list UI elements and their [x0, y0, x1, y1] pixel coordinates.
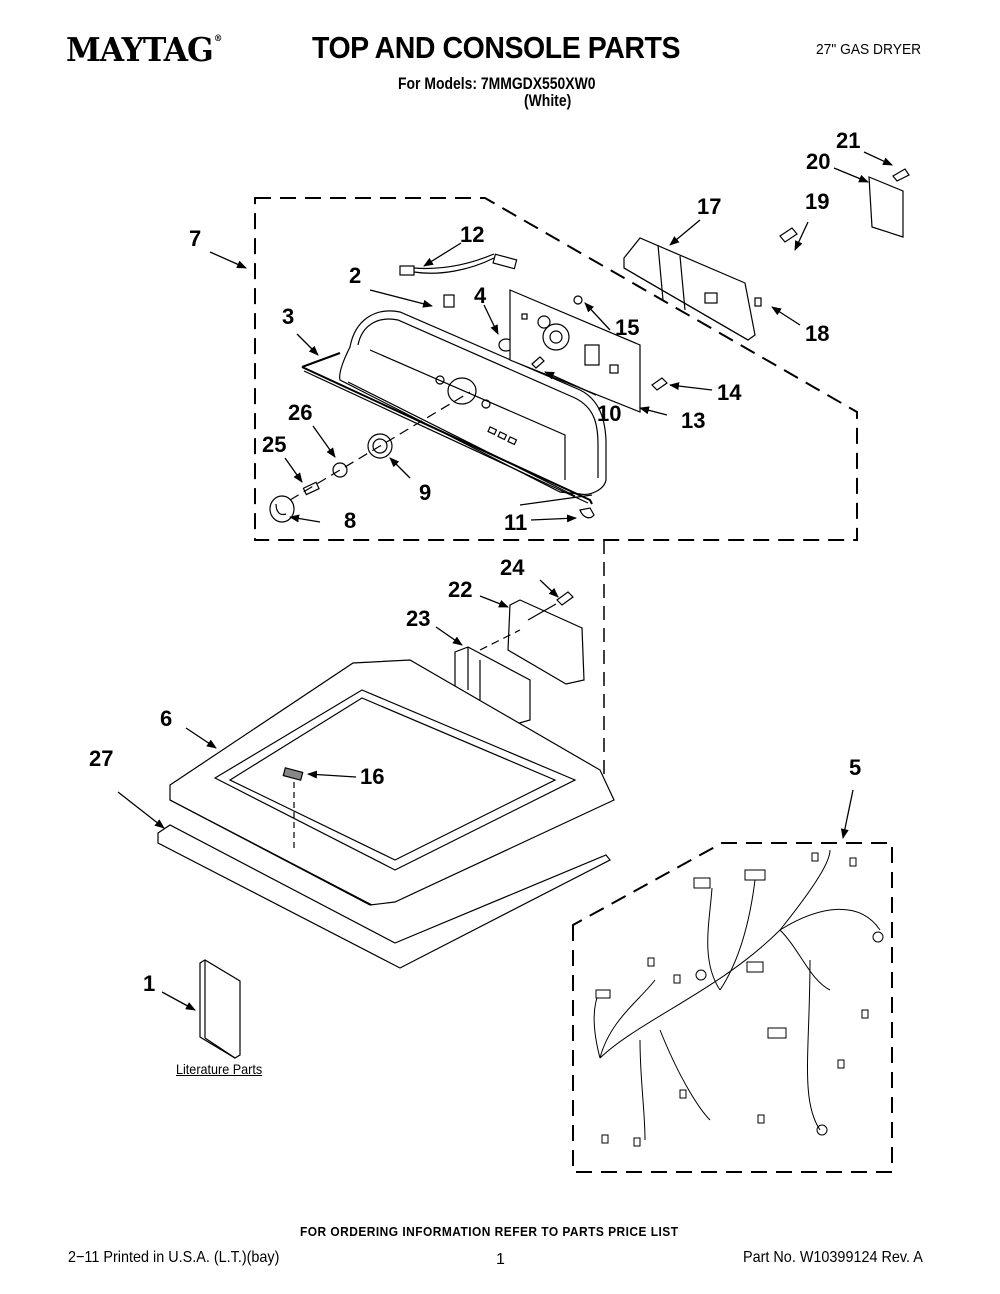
part-3-strip	[301, 352, 593, 505]
callout-1: 1	[143, 971, 156, 996]
callout-17: 17	[697, 194, 722, 219]
part-2-clip	[443, 294, 455, 308]
part-22-bracket	[507, 599, 585, 685]
color-line: (White)	[524, 91, 572, 110]
part-number: Part No. W10399124 Rev. A	[743, 1249, 923, 1266]
part-20-plate	[868, 176, 904, 238]
callout-2: 2	[349, 263, 362, 288]
part-27-pad	[157, 824, 611, 969]
brand-name: MAYTAG	[66, 30, 214, 69]
models-line: For Models: 7MMGDX550XW0	[398, 74, 596, 93]
part-24-screw	[556, 591, 574, 606]
callout-leaders	[117, 151, 893, 1011]
part-15-nut	[573, 295, 583, 305]
callout-10: 10	[597, 401, 622, 426]
part-18-clip	[754, 297, 762, 307]
callout-12: 12	[460, 222, 485, 247]
literature-parts-label: Literature Parts	[176, 1061, 263, 1077]
callout-11: 11	[504, 510, 528, 535]
print-info: 2−11 Printed in U.S.A. (L.T.)(bay)	[68, 1249, 280, 1266]
callout-5: 5	[849, 755, 862, 780]
part-10-screw	[531, 356, 545, 369]
callout-26: 26	[288, 400, 313, 425]
callout-27: 27	[89, 746, 114, 771]
part-26-ring	[332, 462, 348, 478]
page-number: 1	[496, 1251, 505, 1268]
part-17-bracket	[623, 237, 756, 341]
callout-19: 19	[805, 189, 830, 214]
part-6-top-panel	[169, 659, 615, 906]
product-type: 27" GAS DRYER	[816, 41, 922, 58]
harness-boundary	[572, 842, 893, 1173]
part-12-harness	[399, 253, 518, 276]
callout-9: 9	[419, 480, 432, 505]
part-11-clip	[579, 507, 595, 519]
callout-14: 14	[717, 380, 742, 405]
part-25-shaft	[302, 481, 320, 496]
part-14-screw	[651, 377, 668, 391]
callout-3: 3	[282, 304, 295, 329]
ordering-note: FOR ORDERING INFORMATION REFER TO PARTS …	[300, 1224, 679, 1239]
part-21-screw	[892, 168, 910, 182]
page-title: TOP AND CONSOLE PARTS	[312, 30, 681, 65]
callout-22: 22	[448, 577, 473, 602]
callout-15: 15	[615, 315, 640, 340]
callout-24: 24	[500, 555, 525, 580]
callout-23: 23	[406, 606, 431, 631]
callout-8: 8	[344, 508, 357, 533]
callout-16: 16	[360, 764, 385, 789]
callout-18: 18	[805, 321, 830, 346]
part-1-literature	[199, 959, 241, 1059]
callout-4: 4	[474, 283, 487, 308]
callout-25: 25	[262, 432, 287, 457]
callout-13: 13	[681, 408, 706, 433]
registered-mark: ®	[213, 34, 223, 44]
callout-21: 21	[836, 128, 861, 153]
callout-6: 6	[160, 706, 173, 731]
part-19-screw	[779, 227, 798, 243]
console-panel-drawing	[339, 310, 607, 497]
brand-logo: MAYTAG®	[66, 30, 223, 69]
part-16-button	[282, 767, 304, 781]
callout-20: 20	[806, 149, 831, 174]
callout-7: 7	[189, 226, 202, 251]
part-5-wire-harness	[593, 849, 884, 1147]
part-8-knob	[269, 495, 295, 523]
